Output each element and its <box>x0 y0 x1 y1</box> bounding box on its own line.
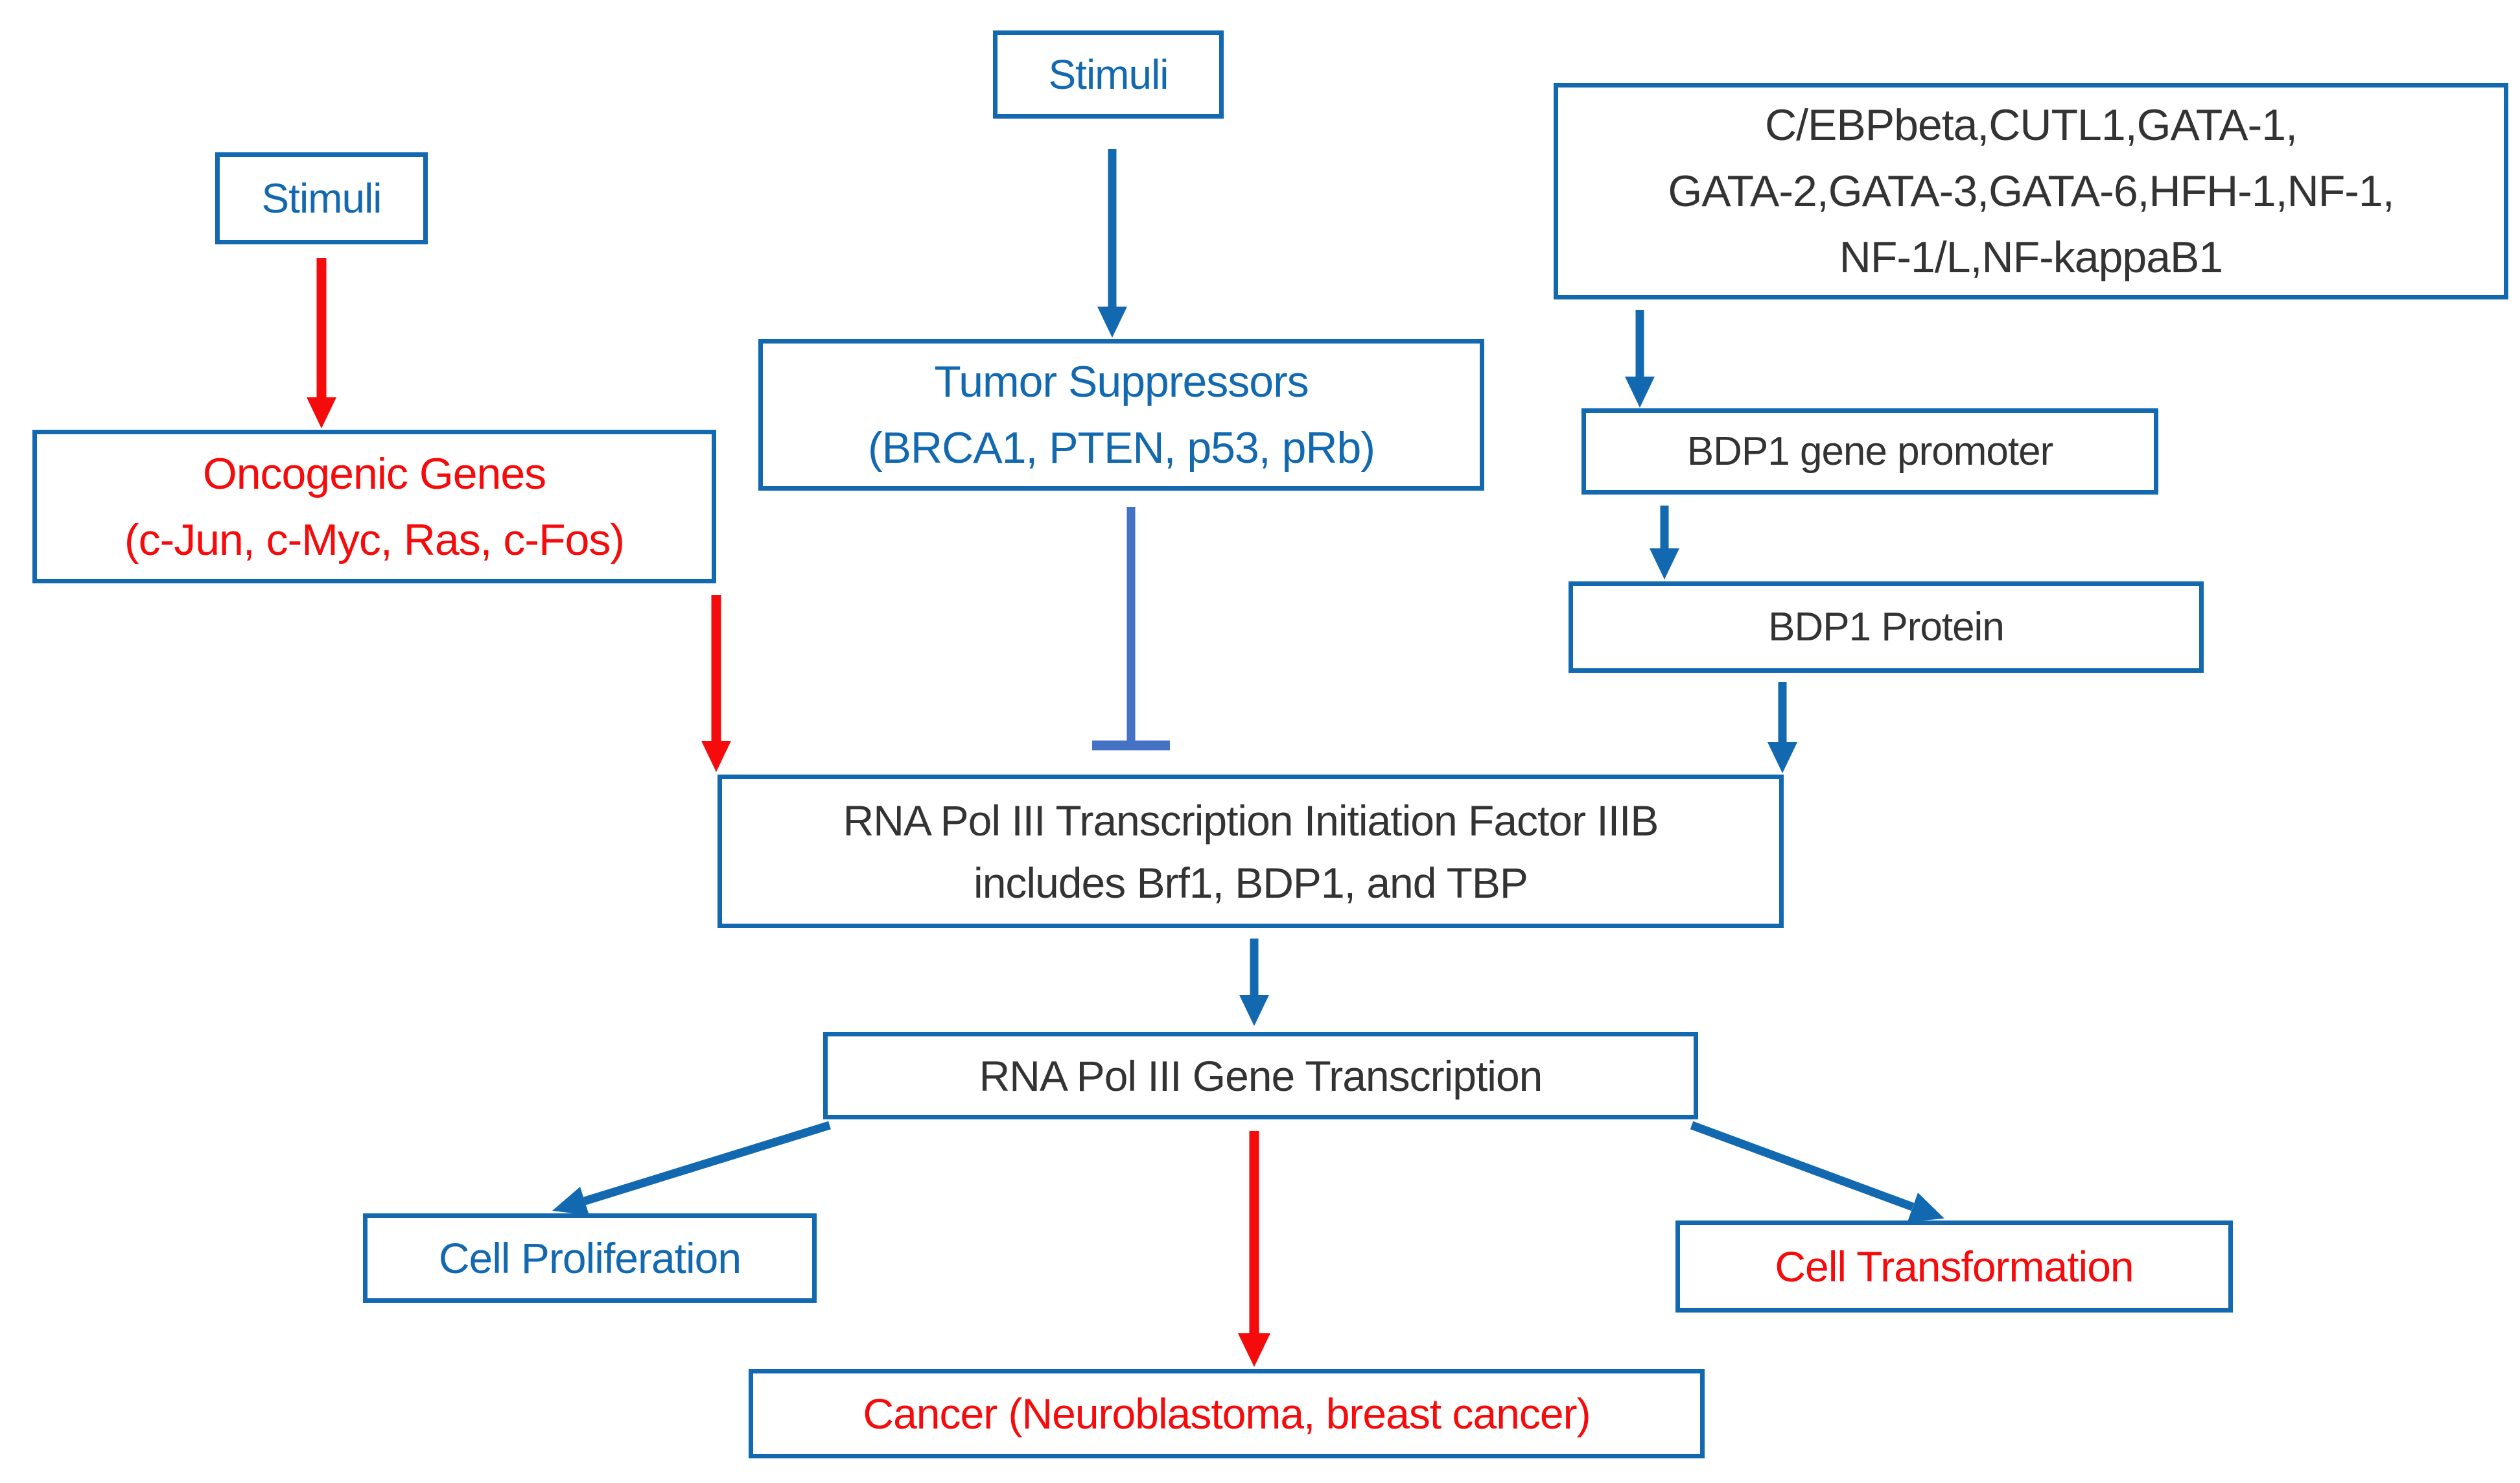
arrow-stimuli-to-tumor-suppressors <box>1097 149 1127 338</box>
tumor-suppressors-box: Tumor Suppressors (BRCA1, PTEN, p53, pRb… <box>758 339 1484 491</box>
oncogenic-line2: (c-Jun, c-Myc, Ras, c-Fos) <box>124 515 625 565</box>
bdp1-gene-promoter-box: BDP1 gene promoter <box>1581 408 2158 495</box>
rna-pol-iii-gene-transcription-label: RNA Pol III Gene Transcription <box>979 1051 1543 1100</box>
stimuli-left-label: Stimuli <box>261 175 382 222</box>
cell-proliferation-box: Cell Proliferation <box>363 1213 817 1303</box>
bdp1-protein-label: BDP1 Protein <box>1768 604 2005 649</box>
tumor-suppressors-line1: Tumor Suppressors <box>934 357 1309 406</box>
tf-list-line2: GATA-2,GATA-3,GATA-6,HFH-1,NF-1, <box>1668 167 2394 216</box>
tf-list-line1: C/EBPbeta,CUTL1,GATA-1, <box>1765 100 2298 150</box>
tumor-suppressors-line2: (BRCA1, PTEN, p53, pRb) <box>868 423 1375 473</box>
arrow-bdp1-protein-to-rna-factor <box>1768 682 1797 773</box>
oncogenic-line1: Oncogenic Genes <box>202 449 546 498</box>
rna-pol-iii-factor-box: RNA Pol III Transcription Initiation Fac… <box>718 775 1784 928</box>
arrow-gene-transcription-to-cell-transformation <box>1690 1121 1944 1222</box>
cell-proliferation-label: Cell Proliferation <box>438 1234 741 1282</box>
cancer-label: Cancer (Neuroblastoma, breast cancer) <box>863 1390 1591 1438</box>
stimuli-left-box: Stimuli <box>215 152 428 244</box>
tf-list-line3: NF-1/L,NF-kappaB1 <box>1839 233 2223 282</box>
bdp1-protein-box: BDP1 Protein <box>1569 581 2204 673</box>
arrow-rna-factor-to-gene-transcription <box>1239 939 1269 1026</box>
arrow-stimuli-to-oncogenic <box>307 258 336 428</box>
bdp1-gene-promoter-label: BDP1 gene promoter <box>1686 428 2053 474</box>
oncogenic-genes-box: Oncogenic Genes (c-Jun, c-Myc, Ras, c-Fo… <box>32 430 716 583</box>
arrow-oncogenic-to-rna-factor <box>701 595 731 772</box>
stimuli-mid-box: Stimuli <box>993 30 1224 119</box>
arrow-bdp1-promoter-to-bdp1-protein <box>1650 506 1679 579</box>
cancer-box: Cancer (Neuroblastoma, breast cancer) <box>749 1369 1705 1458</box>
inhibition-tbar-tumor-suppressors-to-rna-factor <box>1092 507 1170 751</box>
rna-pol-iii-factor-line2: includes Brf1, BDP1, and TBP <box>974 858 1528 907</box>
rna-pol-iii-factor-line1: RNA Pol III Transcription Initiation Fac… <box>843 796 1659 845</box>
cell-transformation-box: Cell Transformation <box>1675 1220 2233 1313</box>
rna-pol-iii-gene-transcription-box: RNA Pol III Gene Transcription <box>823 1032 1698 1119</box>
arrow-gene-transcription-to-cell-proliferation <box>552 1121 831 1215</box>
transcription-factor-list-box: C/EBPbeta,CUTL1,GATA-1, GATA-2,GATA-3,GA… <box>1554 83 2508 299</box>
stimuli-mid-label: Stimuli <box>1048 51 1169 98</box>
cell-transformation-label: Cell Transformation <box>1775 1243 2134 1290</box>
arrow-tf-list-to-bdp1-promoter <box>1625 310 1655 408</box>
arrow-gene-transcription-to-cancer <box>1238 1131 1270 1367</box>
